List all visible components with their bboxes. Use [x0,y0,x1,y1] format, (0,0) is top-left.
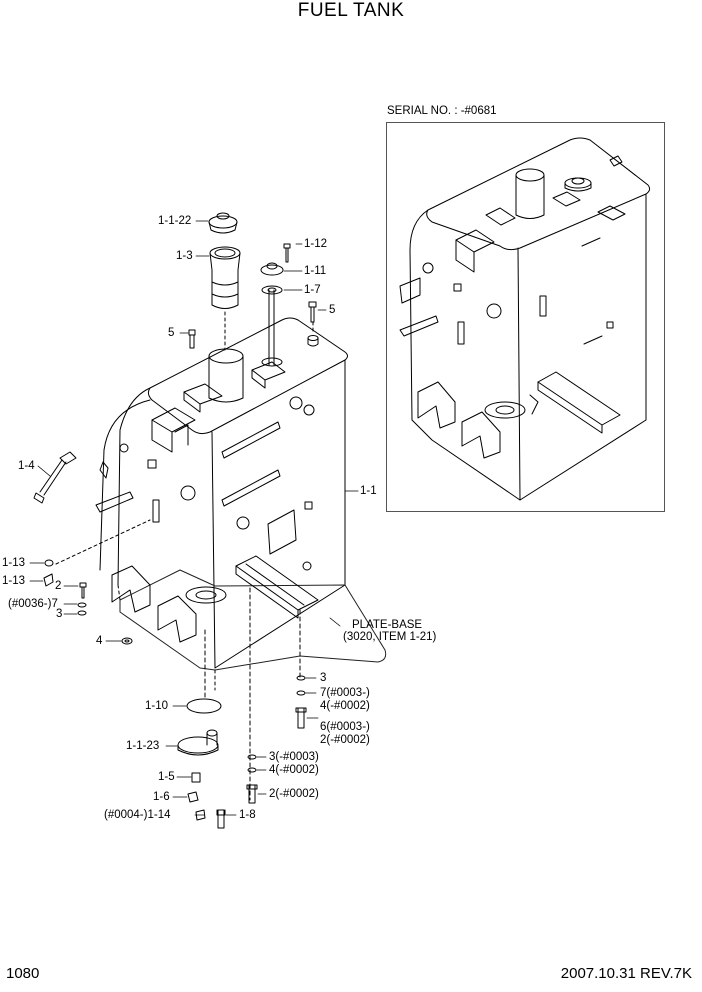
callout-1-13-b: 1-13 [2,575,26,587]
callout-1-14: (#0004-)1-14 [104,809,171,821]
callout-1-5: 1-5 [158,771,175,783]
callout-2-right: 2(-#0002) [320,734,370,746]
callout-2-left: 2 [55,580,62,592]
callout-1-1-23: 1-1-23 [126,740,160,752]
callout-1-10: 1-10 [145,700,169,712]
callout-4-lower: 4(-#0002) [269,764,319,776]
callout-1-13-a: 1-13 [2,557,26,569]
page-number: 1080 [6,965,40,982]
callout-1-3: 1-3 [176,250,193,262]
callout-4-left: 4 [96,635,103,647]
callout-1-7: 1-7 [304,284,321,296]
callout-1-1: 1-1 [360,485,377,497]
callout-7-left: (#0036-)7 [8,598,58,610]
inset-tank [400,138,650,500]
bottom-parts [178,676,306,828]
callout-1-12: 1-12 [304,238,328,250]
callout-3-left: 3 [56,608,63,620]
inset-frame [386,122,665,512]
callout-1-4: 1-4 [18,460,35,472]
callout-3-lower: 3(-#0003) [269,751,319,763]
top-parts [34,213,316,644]
callout-1-6: 1-6 [153,791,170,803]
revision-date: 2007.10.31 REV.7K [560,965,692,982]
callout-7-right: 7(#0003-) [320,687,370,699]
callout-5-right: 5 [329,304,336,316]
callout-1-8: 1-8 [239,809,256,821]
callout-1-11: 1-11 [304,265,327,277]
serial-label: SERIAL NO. : -#0681 [387,105,497,117]
callout-2-lower: 2(-#0002) [269,788,319,800]
leader-lines [30,221,358,815]
callout-5-left: 5 [168,327,175,339]
callout-4-right: 4(-#0002) [320,700,370,712]
plate-base-ref: (3020, ITEM 1-21) [343,631,437,643]
callout-3-right: 3 [320,672,327,684]
main-tank [56,290,386,800]
plate-base-label: PLATE-BASE [352,619,423,631]
callout-1-1-22: 1-1-22 [158,215,192,227]
callout-6-right: 6(#0003-) [320,721,370,733]
page-title: FUEL TANK [297,0,405,21]
